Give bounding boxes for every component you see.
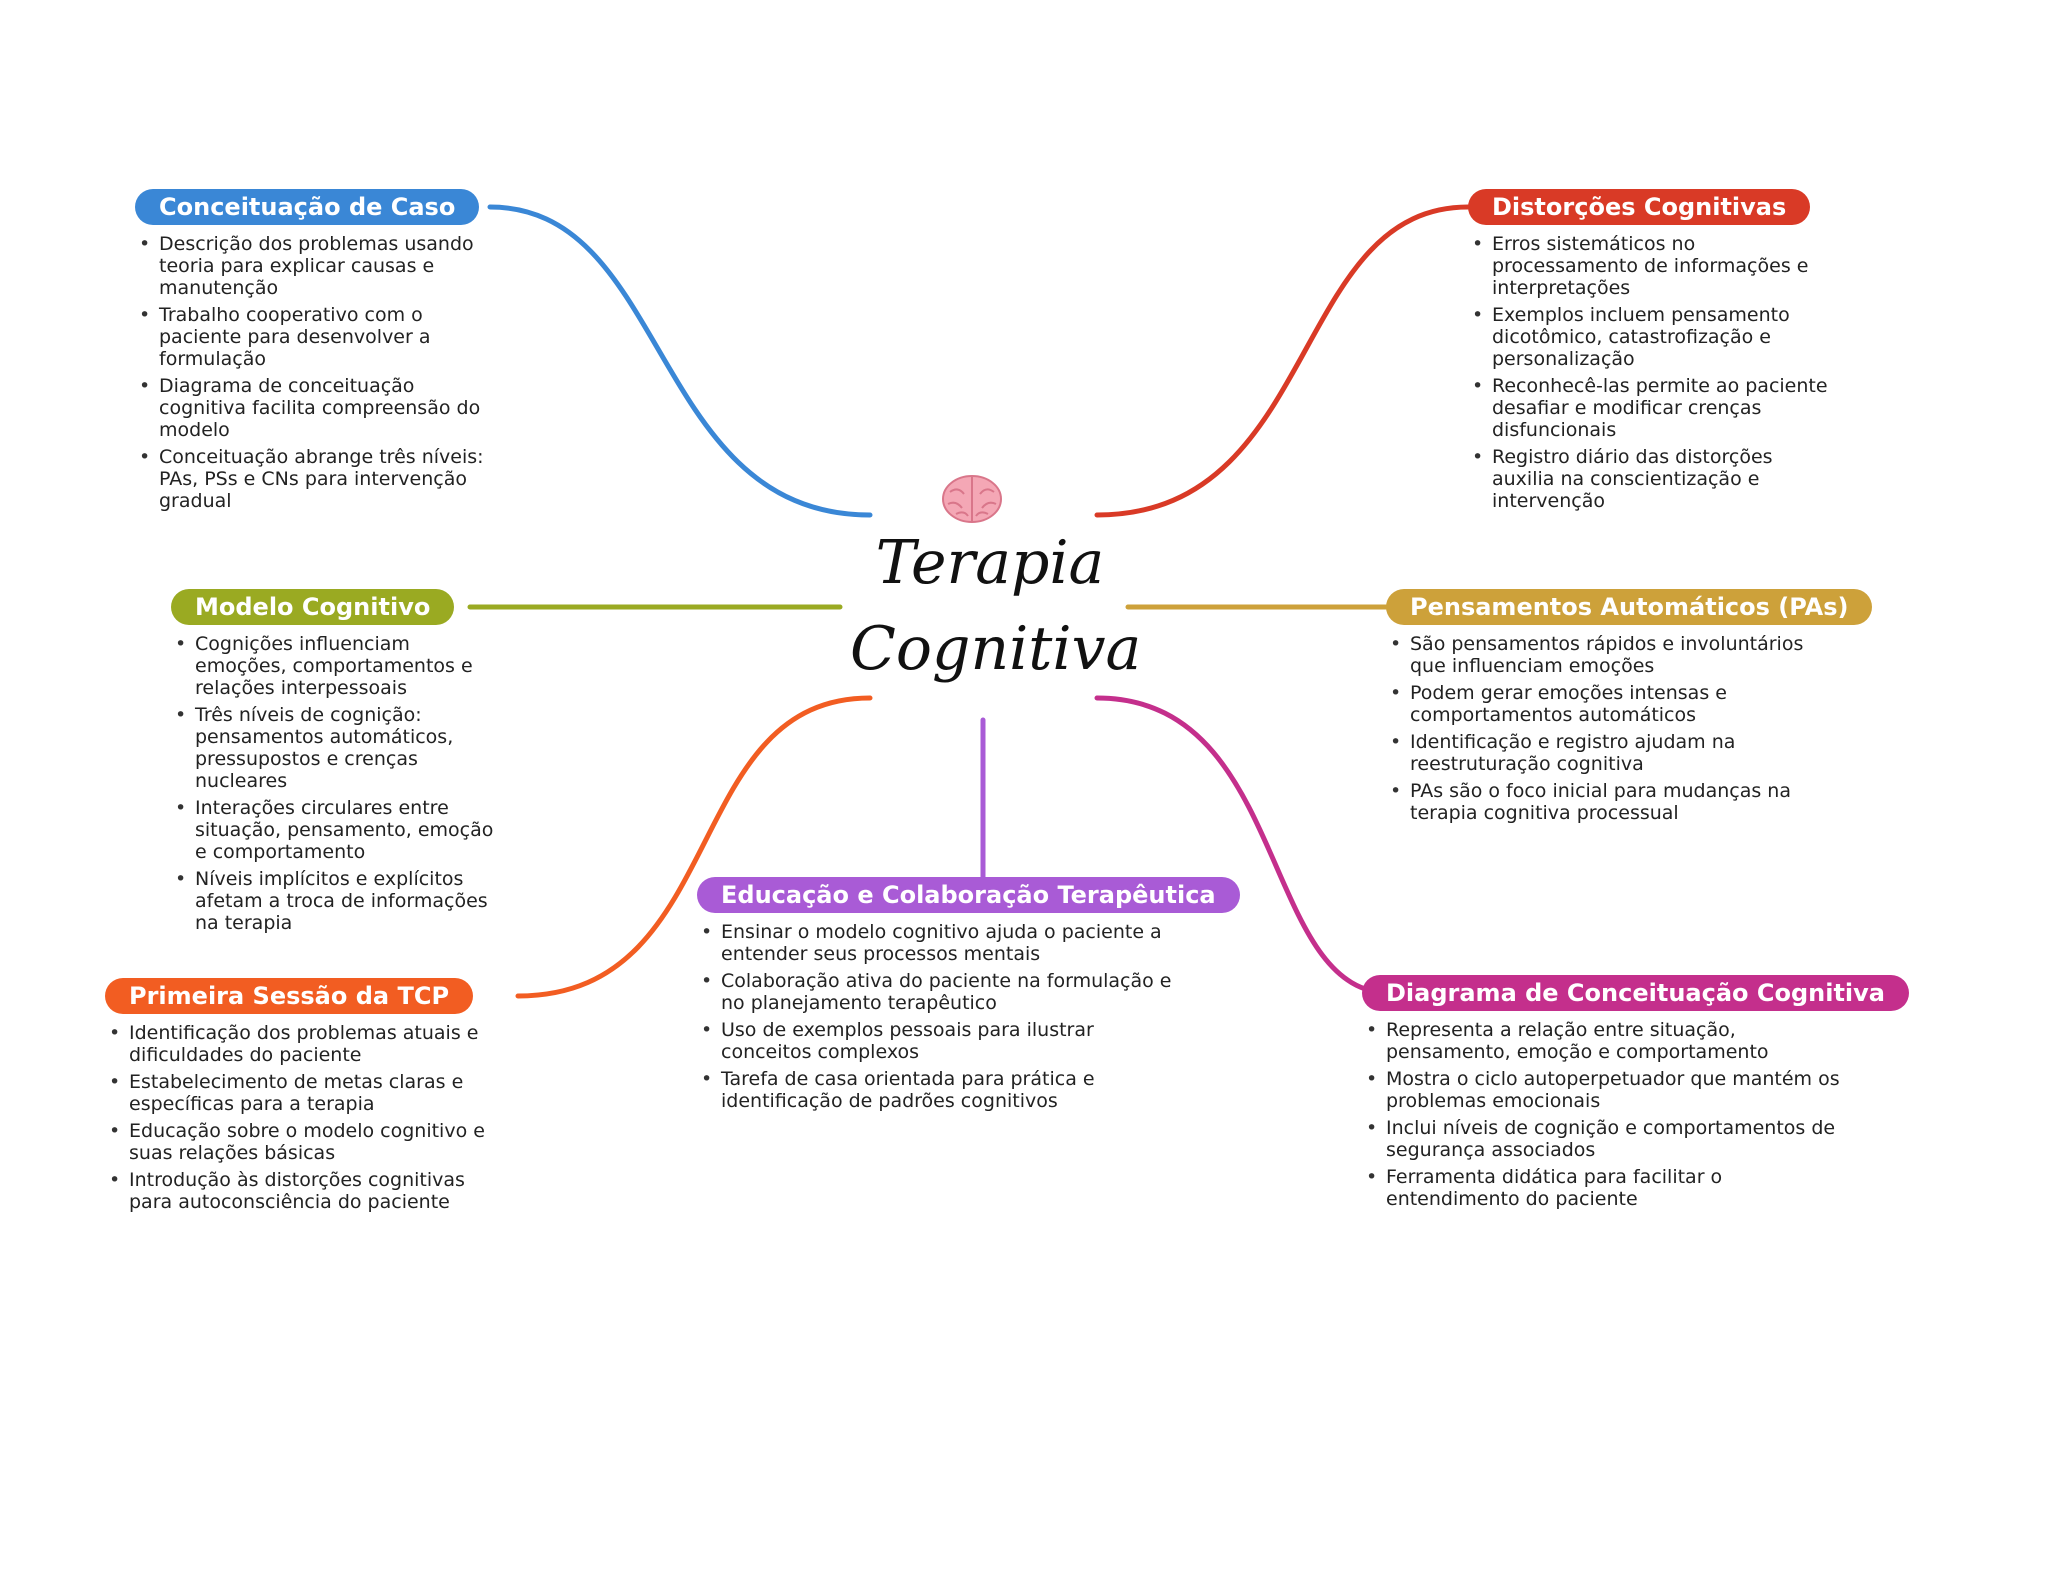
topic-items: Identificação dos problemas atuais e dif… (105, 1022, 495, 1213)
topic-items: Cognições influenciam emoções, comportam… (171, 633, 501, 934)
list-item: Cognições influenciam emoções, comportam… (171, 633, 501, 699)
list-item: Exemplos incluem pensamento dicotômico, … (1468, 304, 1838, 370)
list-item: Conceituação abrange três níveis: PAs, P… (135, 446, 505, 512)
topic-pill[interactable]: Conceituação de Caso (135, 189, 480, 225)
topic-pill[interactable]: Modelo Cognitivo (171, 589, 455, 625)
list-item: São pensamentos rápidos e involuntários … (1386, 633, 1816, 677)
list-item: Ferramenta didática para facilitar o ent… (1362, 1166, 1842, 1210)
topic-items: Erros sistemáticos no processamento de i… (1468, 233, 1838, 512)
list-item: Mostra o ciclo autoperpetuador que manté… (1362, 1068, 1842, 1112)
central-title-line-1: Terapia (875, 528, 1105, 598)
branch-pensamentos-automaticos: Pensamentos Automáticos (PAs) São pensam… (1386, 589, 1873, 829)
list-item: Tarefa de casa orientada para prática e … (697, 1068, 1177, 1112)
list-item: Identificação e registro ajudam na reest… (1386, 731, 1816, 775)
list-item: Estabelecimento de metas claras e especí… (105, 1071, 495, 1115)
list-item: Introdução às distorções cognitivas para… (105, 1169, 495, 1213)
topic-pill[interactable]: Primeira Sessão da TCP (105, 978, 474, 1014)
branch-primeira-sessao: Primeira Sessão da TCP Identificação dos… (105, 978, 495, 1218)
branch-educacao-colaboracao: Educação e Colaboração Terapêutica Ensin… (697, 877, 1240, 1117)
connector-primeira-sessao (515, 695, 873, 999)
list-item: Interações circulares entre situação, pe… (171, 797, 501, 863)
list-item: Níveis implícitos e explícitos afetam a … (171, 868, 501, 934)
connector-conceituacao-de-caso (487, 204, 873, 518)
brain-icon (942, 475, 1002, 523)
list-item: Erros sistemáticos no processamento de i… (1468, 233, 1838, 299)
topic-items: Representa a relação entre situação, pen… (1362, 1019, 1842, 1210)
topic-items: Descrição dos problemas usando teoria pa… (135, 233, 505, 512)
central-title-line-2: Cognitiva (850, 614, 1142, 684)
list-item: Ensinar o modelo cognitivo ajuda o pacie… (697, 921, 1177, 965)
central-topic: Terapia Cognitiva (850, 520, 1142, 692)
list-item: Descrição dos problemas usando teoria pa… (135, 233, 505, 299)
connector-diagrama-conceituacao (1094, 695, 1393, 996)
topic-pill[interactable]: Educação e Colaboração Terapêutica (697, 877, 1240, 913)
list-item: Colaboração ativa do paciente na formula… (697, 970, 1177, 1014)
list-item: Três níveis de cognição: pensamentos aut… (171, 704, 501, 792)
list-item: Podem gerar emoções intensas e comportam… (1386, 682, 1816, 726)
list-item: PAs são o foco inicial para mudanças na … (1386, 780, 1816, 824)
list-item: Representa a relação entre situação, pen… (1362, 1019, 1842, 1063)
list-item: Diagrama de conceituação cognitiva facil… (135, 375, 505, 441)
list-item: Identificação dos problemas atuais e dif… (105, 1022, 495, 1066)
list-item: Inclui níveis de cognição e comportament… (1362, 1117, 1842, 1161)
list-item: Uso de exemplos pessoais para ilustrar c… (697, 1019, 1177, 1063)
branch-distorcoes-cognitivas: Distorções Cognitivas Erros sistemáticos… (1468, 189, 1838, 517)
connector-distorcoes-cognitivas (1094, 204, 1471, 518)
topic-pill[interactable]: Diagrama de Conceituação Cognitiva (1362, 975, 1909, 1011)
branch-diagrama-conceituacao: Diagrama de Conceituação Cognitiva Repre… (1362, 975, 1909, 1215)
topic-items: Ensinar o modelo cognitivo ajuda o pacie… (697, 921, 1177, 1112)
list-item: Trabalho cooperativo com o paciente para… (135, 304, 505, 370)
topic-items: São pensamentos rápidos e involuntários … (1386, 633, 1816, 824)
list-item: Educação sobre o modelo cognitivo e suas… (105, 1120, 495, 1164)
list-item: Registro diário das distorções auxilia n… (1468, 446, 1838, 512)
topic-pill[interactable]: Pensamentos Automáticos (PAs) (1386, 589, 1873, 625)
topic-pill[interactable]: Distorções Cognitivas (1468, 189, 1811, 225)
branch-conceituacao-de-caso: Conceituação de Caso Descrição dos probl… (135, 189, 505, 517)
list-item: Reconhecê-las permite ao paciente desafi… (1468, 375, 1838, 441)
branch-modelo-cognitivo: Modelo Cognitivo Cognições influenciam e… (171, 589, 501, 939)
